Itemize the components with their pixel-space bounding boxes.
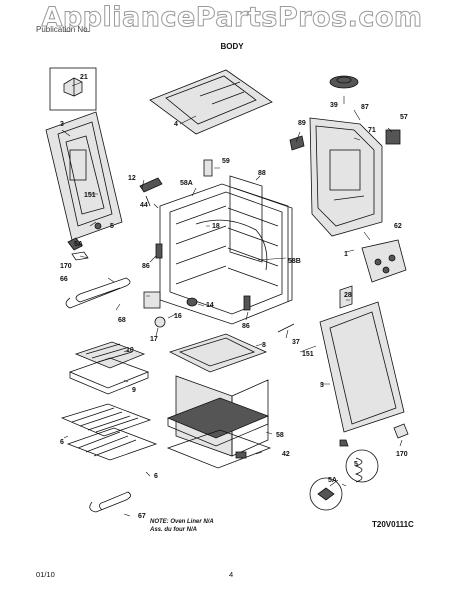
part-66-bake-element (65, 277, 131, 309)
part-5A-hinge-left (67, 237, 83, 251)
callout-57: 57 (400, 114, 408, 121)
callout-9: 9 (132, 387, 136, 394)
callout-16: 16 (174, 313, 182, 320)
callout-18: 18 (212, 223, 220, 230)
watermark: AppliancePartsPros.com (41, 2, 423, 34)
part-62-control-board (361, 239, 407, 283)
part-5-hinge-spring (345, 449, 379, 483)
callout-58B: 58B (288, 258, 301, 265)
part-88-frame (229, 175, 263, 263)
callout-5A-right: 5A (328, 477, 337, 484)
part-170-bracket-right (393, 423, 409, 439)
callout-86-right: 86 (242, 323, 250, 330)
callout-8: 8 (262, 342, 266, 349)
part-29-switch (143, 291, 161, 309)
callout-58A: 58A (180, 180, 193, 187)
diagram-code: T20V0111C (372, 520, 414, 529)
part-59-sensor (203, 159, 213, 177)
callout-6-lower: 6 (154, 473, 158, 480)
part-42-bottom-panel (166, 429, 272, 469)
part-58-insulation (166, 397, 270, 447)
callout-87: 87 (361, 104, 369, 111)
part-3-side-panel-right (319, 301, 405, 433)
part-screw-right (339, 439, 349, 447)
callout-58: 58 (276, 432, 284, 439)
callout-59: 59 (222, 158, 230, 165)
note-line-2: Ass. du four N/A (150, 527, 198, 533)
part-5-screw-left (94, 222, 102, 230)
callout-37: 37 (292, 339, 300, 346)
callout-151-left: 151 (84, 192, 96, 199)
part-86-hinge-receiver-left (155, 243, 163, 259)
callout-71: 71 (368, 127, 376, 134)
part-16-bulb (154, 316, 166, 328)
publication-number: Publication No. (36, 25, 90, 34)
part-86-hinge-receiver-right (243, 295, 251, 311)
part-4-top-panel (149, 69, 273, 135)
oven-liner-note: NOTE: Oven Liner N/A Ass. du four N/A (150, 518, 214, 534)
part-10-broiler-insert (74, 341, 146, 369)
callout-170-right: 170 (396, 451, 408, 458)
callout-5-right: 5 (354, 461, 358, 468)
callout-151-right: 151 (302, 351, 314, 358)
footer-page-number: 4 (229, 570, 234, 579)
callout-86-left: 86 (142, 263, 150, 270)
callout-39: 39 (330, 102, 338, 109)
part-39-knob (329, 75, 359, 89)
part-5A-hinge-right (309, 477, 343, 511)
callout-5-left: 5 (110, 223, 114, 230)
callout-6-upper: 6 (60, 439, 64, 446)
part-57-clip (385, 129, 401, 145)
part-12-igniter (139, 177, 163, 207)
part-14-socket (186, 297, 198, 307)
callout-89: 89 (298, 120, 306, 127)
callout-170-left: 170 (60, 263, 72, 270)
part-21-box (49, 67, 97, 111)
callout-3-right: 3 (320, 382, 324, 389)
callout-42: 42 (282, 451, 290, 458)
part-37-sensor-wire (277, 323, 295, 333)
callout-4: 4 (174, 121, 178, 128)
callout-88: 88 (258, 170, 266, 177)
callout-68: 68 (118, 317, 126, 324)
callout-1: 1 (344, 251, 348, 258)
part-6-oven-rack-upper (60, 403, 152, 437)
part-58A-oven-body (159, 183, 293, 325)
part-6-oven-rack-lower (66, 427, 158, 461)
part-89-bracket (289, 135, 305, 151)
callout-28: 28 (344, 292, 352, 299)
part-9-broiler-pan (68, 357, 150, 395)
part-8-drawer-panel (168, 333, 268, 373)
callout-67: 67 (138, 513, 146, 520)
part-71-back-panel (309, 117, 383, 237)
callout-44-left: 44 (140, 202, 148, 209)
callout-10: 10 (126, 347, 134, 354)
callout-21: 21 (80, 74, 88, 81)
callout-3-left: 3 (60, 121, 64, 128)
part-3-door-left (45, 111, 123, 241)
callout-14: 14 (206, 302, 214, 309)
part-67-broil-element (89, 491, 131, 513)
part-28-bracket (339, 285, 353, 309)
callout-5A-left: 5A (74, 241, 83, 248)
callout-17: 17 (150, 336, 158, 343)
footer-date: 01/10 (36, 570, 55, 579)
section-title: BODY (220, 42, 244, 51)
callout-66: 66 (60, 276, 68, 283)
callout-62: 62 (394, 223, 402, 230)
callout-12: 12 (128, 175, 136, 182)
note-line-1: NOTE: Oven Liner N/A (150, 519, 214, 525)
